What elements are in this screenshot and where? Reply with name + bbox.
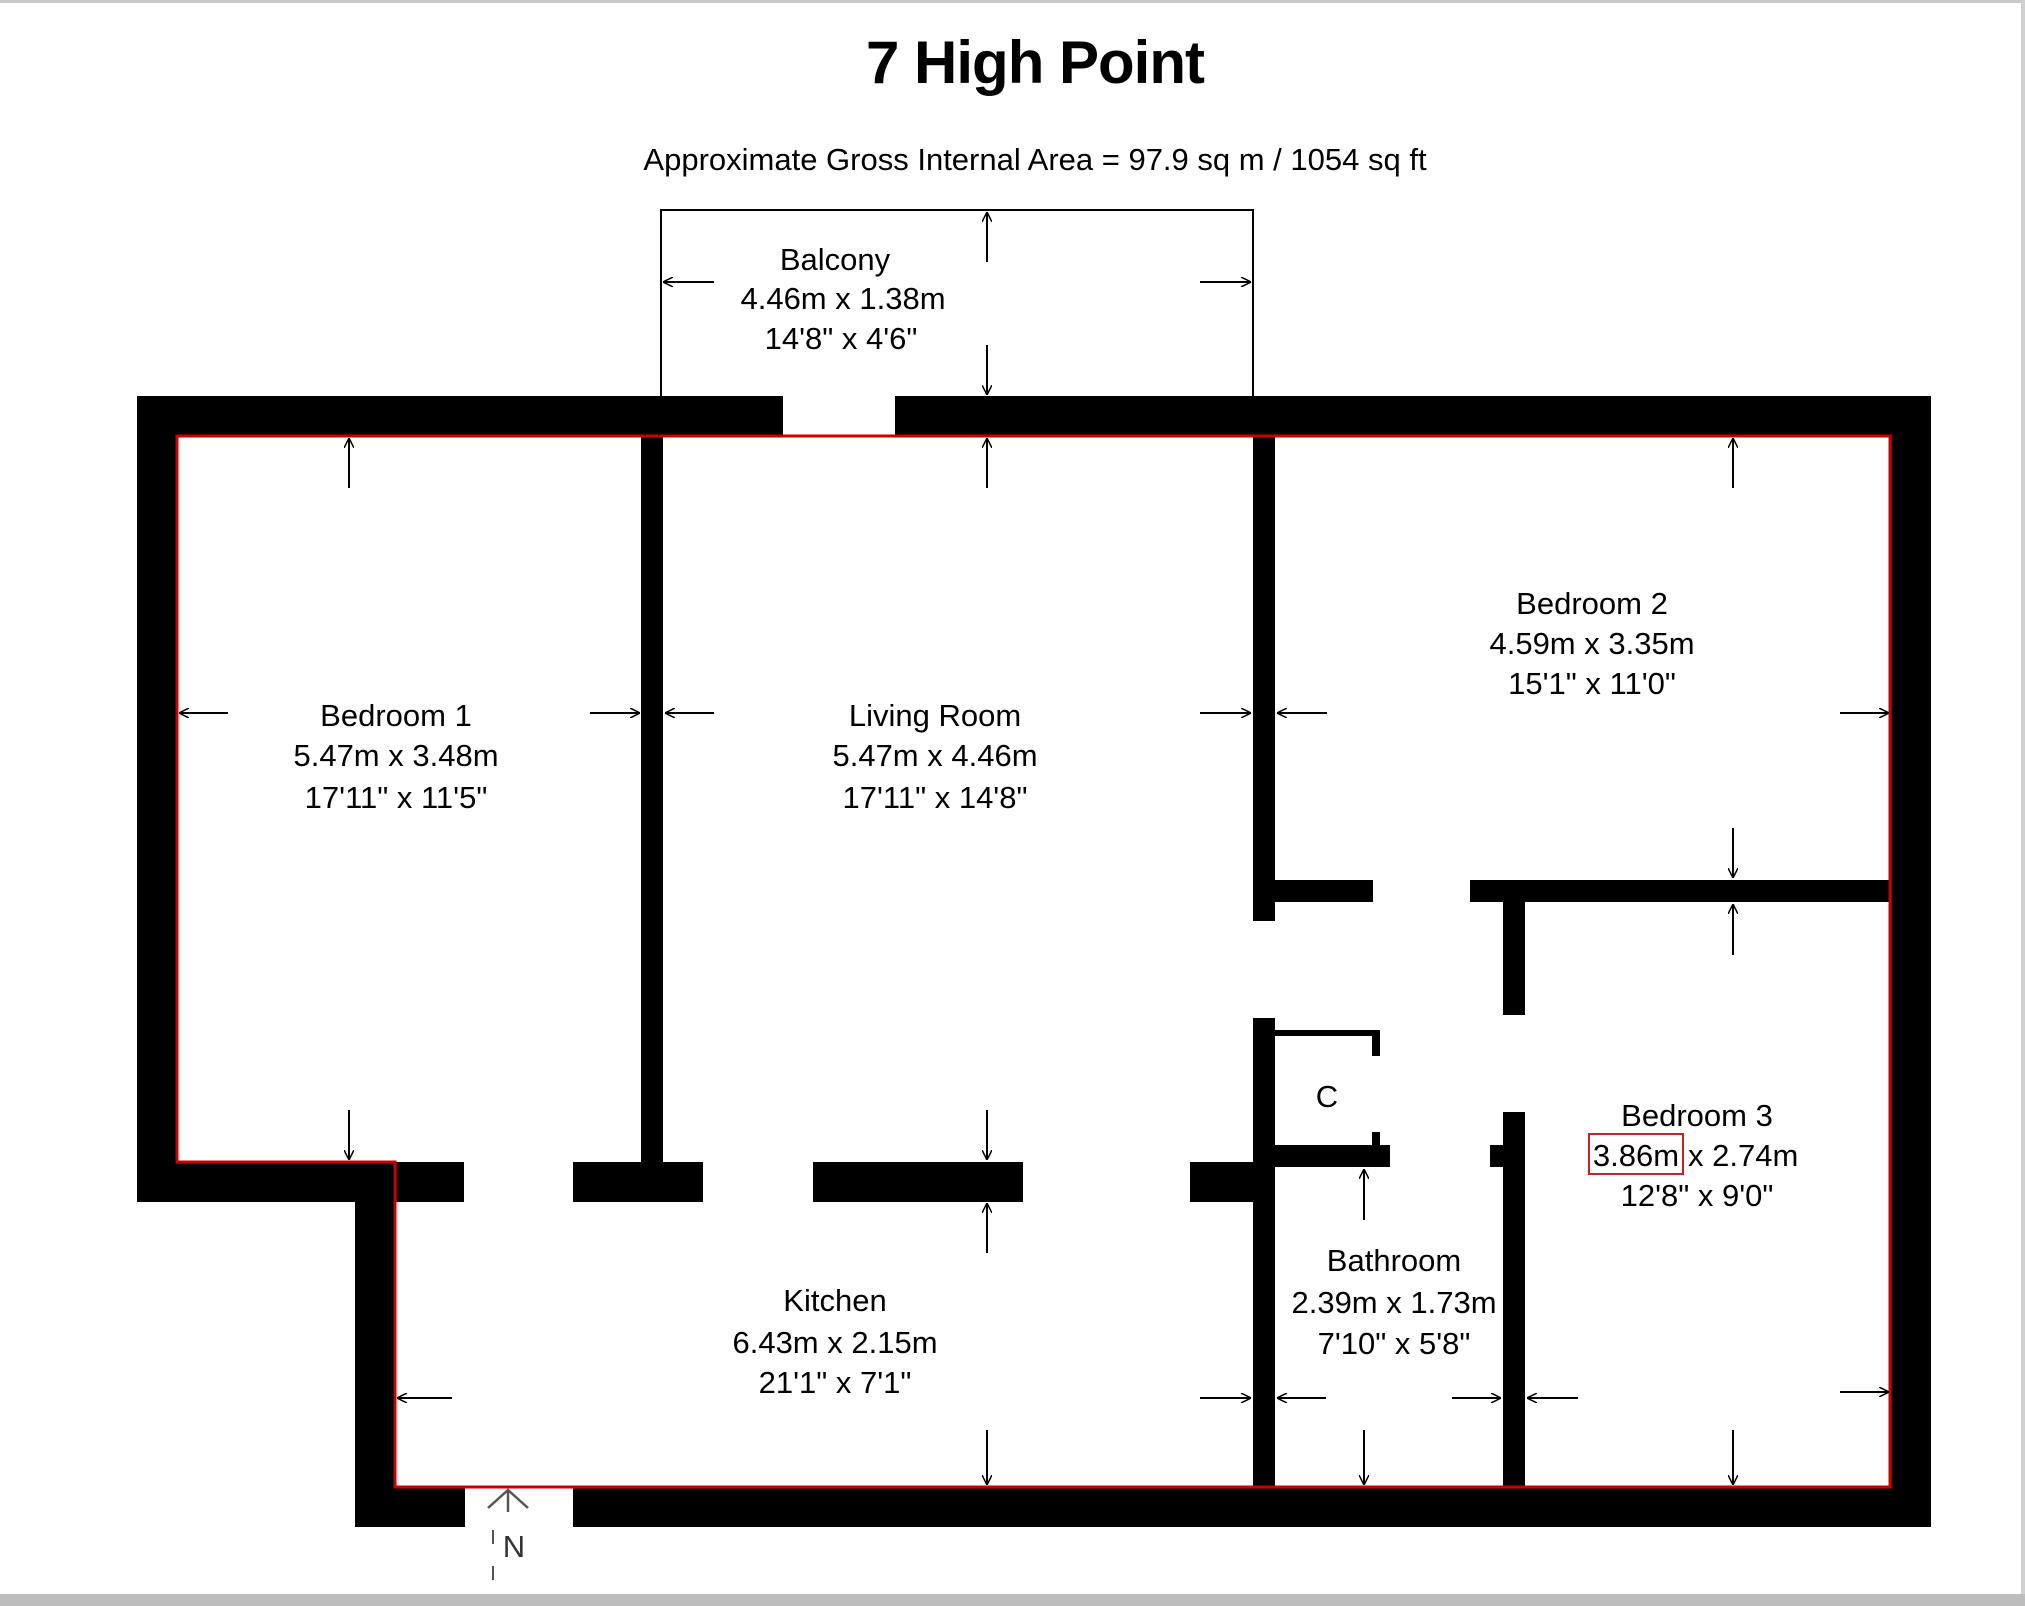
wall-cupboard-top-end [1372, 1030, 1380, 1056]
bedroom3-name: Bedroom 3 [1621, 1098, 1773, 1133]
room-kitchen: Kitchen 6.43m x 2.15m 21'1" x 7'1" [732, 1283, 937, 1400]
plan-title: 7 High Point [866, 29, 1205, 96]
wall-cupboard-bottom [1275, 1145, 1390, 1167]
compass-label: N [503, 1529, 525, 1564]
wall-bedroom3-upper-stub [1503, 880, 1525, 1015]
room-living-room: Living Room 5.47m x 4.46m 17'11" x 14'8" [832, 698, 1037, 815]
bathroom-metric: 2.39m x 1.73m [1291, 1285, 1496, 1320]
wall-bathroom-left [1253, 1018, 1275, 1487]
wall-bottom-left [355, 1487, 465, 1527]
wall-kitchen-top-b [573, 1162, 703, 1202]
bedroom1-metric: 5.47m x 3.48m [293, 738, 498, 773]
balcony-imperial: 14'8" x 4'6" [765, 321, 918, 356]
living-imperial: 17'11" x 14'8" [843, 780, 1028, 815]
balcony-metric: 4.46m x 1.38m [740, 281, 945, 316]
wall-kitchen-top-a [395, 1162, 464, 1202]
wall-bedroom1-living [641, 436, 663, 1162]
wall-cupboard-bottom-end [1372, 1132, 1380, 1152]
bedroom3-metric-highlight: 3.86m [1593, 1138, 1679, 1173]
living-name: Living Room [849, 698, 1021, 733]
room-balcony: Balcony 4.46m x 1.38m 14'8" x 4'6" [740, 242, 945, 356]
bedroom3-metric-rest: x 2.74m [1688, 1138, 1798, 1173]
room-bedroom-2: Bedroom 2 4.59m x 3.35m 15'1" x 11'0" [1489, 586, 1694, 701]
kitchen-name: Kitchen [783, 1283, 886, 1318]
bedroom2-metric: 4.59m x 3.35m [1489, 626, 1694, 661]
bedroom3-imperial: 12'8" x 9'0" [1621, 1178, 1774, 1213]
area-subtitle: Approximate Gross Internal Area = 97.9 s… [643, 142, 1427, 177]
bathroom-name: Bathroom [1327, 1243, 1461, 1278]
frame-bottom-border [0, 1594, 2025, 1606]
wall-bedroom3-stub [1490, 1145, 1525, 1167]
north-arrow-icon [487, 1488, 529, 1512]
wall-cupboard-top [1275, 1030, 1380, 1036]
measurement-highlight-box [1588, 1133, 1684, 1175]
bedroom2-name: Bedroom 2 [1516, 586, 1668, 621]
wall-lower-left [355, 1162, 395, 1527]
wall-right [1890, 396, 1931, 1527]
balcony-outline [660, 209, 1254, 400]
wall-bedroom2-bedroom3 [1470, 880, 1890, 902]
room-bedroom-1: Bedroom 1 5.47m x 3.48m 17'11" x 11'5" [293, 698, 498, 815]
wall-kitchen-top-d [1190, 1162, 1258, 1202]
area-outline [175, 434, 1892, 1489]
wall-bottom-right [573, 1487, 1931, 1527]
wall-living-bedroom2 [1253, 436, 1275, 921]
wall-kitchen-top-c [813, 1162, 1023, 1202]
wall-top-left [137, 396, 783, 436]
bedroom2-imperial: 15'1" x 11'0" [1508, 666, 1676, 701]
frame-top-border [0, 0, 2025, 3]
bedroom1-imperial: 17'11" x 11'5" [305, 780, 488, 815]
room-bathroom: Bathroom 2.39m x 1.73m 7'10" x 5'8" [1291, 1243, 1496, 1361]
cupboard-label: C [1316, 1079, 1338, 1114]
kitchen-imperial: 21'1" x 7'1" [759, 1365, 912, 1400]
living-metric: 5.47m x 4.46m [832, 738, 1037, 773]
wall-top-right [895, 396, 1931, 436]
dimension-arrows [180, 213, 1888, 1484]
wall-bathroom-bedroom3 [1503, 1112, 1525, 1487]
room-bedroom-3: Bedroom 3 3.86m x 2.74m 12'8" x 9'0" [1588, 1098, 1798, 1213]
bathroom-imperial: 7'10" x 5'8" [1318, 1326, 1471, 1361]
frame-right-border [2021, 0, 2025, 1606]
kitchen-metric: 6.43m x 2.15m [732, 1325, 937, 1360]
balcony-name: Balcony [780, 242, 891, 277]
wall-bedroom2-stub [1253, 880, 1373, 902]
bedroom1-name: Bedroom 1 [320, 698, 472, 733]
north-compass: N [487, 1488, 529, 1580]
wall-left [137, 396, 177, 1202]
walls [137, 396, 1931, 1527]
